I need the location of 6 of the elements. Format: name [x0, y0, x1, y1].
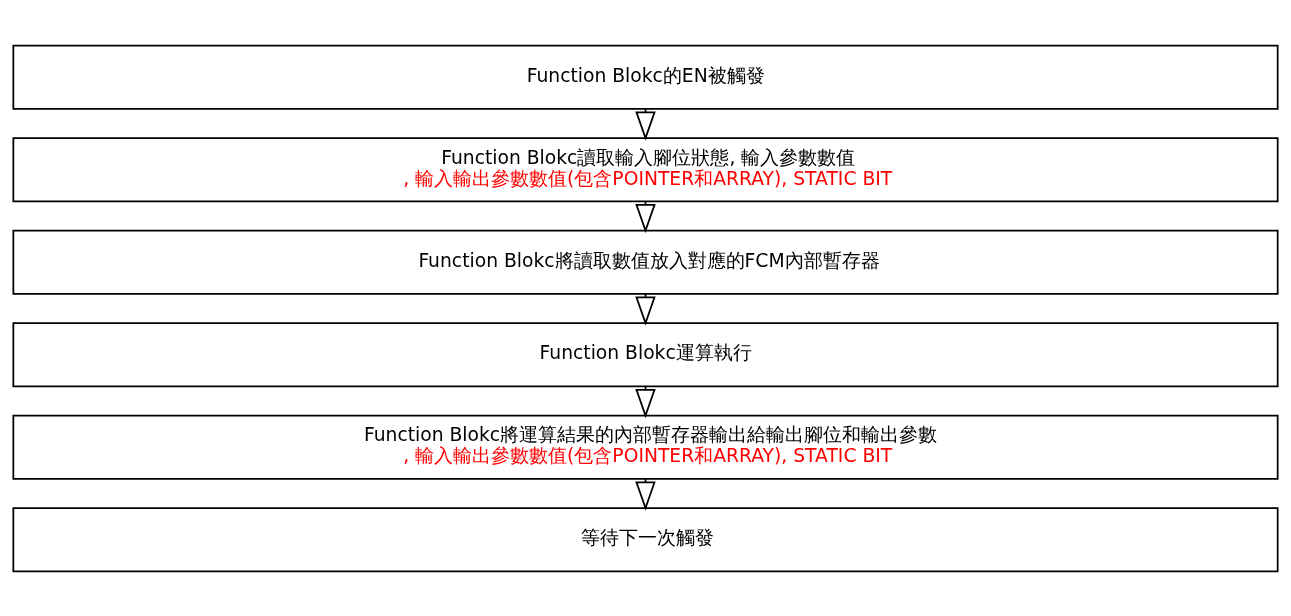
node-box: 等待下一次觸發 — [12, 506, 1279, 572]
node-box: Function Blokc將運算結果的內部暫存器輸出給輸出腳位和輸出參數 , 輸入輸出參數數值(包含POINTER和ARRAY), STATIC BIT — [12, 414, 1279, 480]
node-box: Function Blokc運算執行 — [12, 321, 1279, 387]
node-box: Function Blokc的EN被觸發 — [12, 44, 1279, 110]
node-box: Function Blokc讀取輸入腳位狀態, 輸入參數數值 , 輸入輸出參數數值(包含POINTER和ARRAY), STATIC BIT — [12, 136, 1279, 202]
node-box: Function Blokc將讀取數值放入對應的FCM內部暫存器 — [12, 229, 1279, 295]
